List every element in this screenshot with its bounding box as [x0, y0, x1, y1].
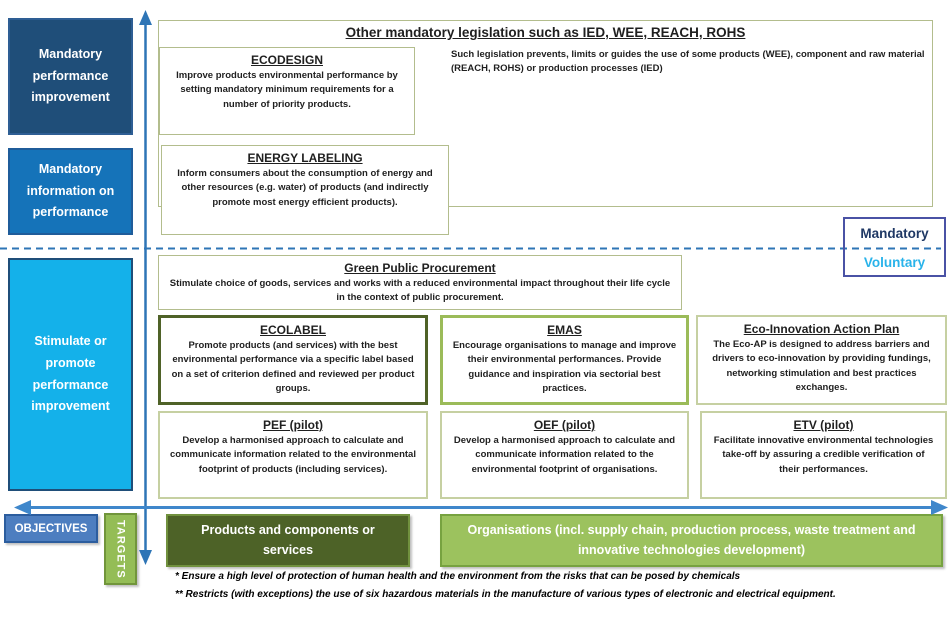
ecolabel-body: Promote products (and services) with the…: [171, 340, 415, 394]
ecolabel-box: ECOLABEL Promote products (and services)…: [158, 315, 428, 405]
energy-labeling-title: ENERGY LABELING: [247, 151, 363, 165]
objectives-text: OBJECTIVES: [14, 522, 88, 535]
pef-body: Develop a harmonised approach to calcula…: [170, 435, 416, 475]
gpp-body: Stimulate choice of goods, services and …: [169, 278, 671, 304]
eco-ap-title: Eco-Innovation Action Plan: [743, 322, 900, 336]
voluntary-legend-label: Voluntary: [863, 255, 926, 270]
pef-box: PEF (pilot) Develop a harmonised approac…: [158, 411, 428, 499]
footnote-reach: * Ensure a high level of protection of h…: [175, 571, 741, 582]
targets-axis-label: TARGETS: [104, 513, 137, 585]
products-bar-text: Products and components or services: [201, 523, 375, 557]
objectives-axis-label: OBJECTIVES: [4, 514, 98, 543]
oef-body: Develop a harmonised approach to calcula…: [453, 435, 676, 475]
etv-body: Facilitate innovative environmental tech…: [713, 435, 934, 475]
oef-box: OEF (pilot) Develop a harmonised approac…: [440, 411, 689, 499]
vertical-axis-arrowhead-up: [139, 10, 152, 25]
organisations-target-bar: Organisations (incl. supply chain, produ…: [440, 514, 943, 567]
oef-title: OEF (pilot): [533, 418, 596, 432]
etv-box: ETV (pilot) Facilitate innovative enviro…: [700, 411, 947, 499]
energy-labeling-box: ENERGY LABELING Inform consumers about t…: [161, 145, 449, 235]
targets-text: TARGETS: [114, 519, 127, 579]
eco-ap-body: The Eco-AP is designed to address barrie…: [712, 339, 931, 393]
horizontal-axis-arrowhead-right: [931, 500, 948, 515]
horizontal-axis-arrowhead-left: [14, 500, 31, 515]
eco-innovation-action-plan-box: Eco-Innovation Action Plan The Eco-AP is…: [696, 315, 947, 405]
footnote-rohs: ** Restricts (with exceptions) the use o…: [175, 589, 836, 600]
ecodesign-box: ECODESIGN Improve products environmental…: [159, 47, 415, 135]
gpp-box: Green Public Procurement Stimulate choic…: [158, 255, 682, 310]
other-legislation-description: Such legislation prevents, limits or gui…: [451, 49, 925, 74]
organisations-bar-text: Organisations (incl. supply chain, produ…: [467, 523, 916, 557]
products-target-bar: Products and components or services: [166, 514, 410, 567]
vertical-axis-arrowhead-down: [139, 550, 152, 565]
category-mandatory-performance-improvement: Mandatory performance improvement: [8, 18, 133, 135]
category-mandatory-information: Mandatory information on performance: [8, 148, 133, 235]
category-label: Mandatory information on performance: [26, 161, 115, 220]
other-legislation-title: Other mandatory legislation such as IED,…: [345, 25, 746, 40]
category-label: Mandatory performance improvement: [31, 46, 110, 105]
etv-title: ETV (pilot): [793, 418, 854, 432]
gpp-title: Green Public Procurement: [344, 261, 496, 275]
mandatory-voluntary-legend: Mandatory Voluntary: [843, 217, 946, 277]
emas-body: Encourage organisations to manage and im…: [452, 340, 677, 394]
ecolabel-title: ECOLABEL: [260, 323, 326, 337]
category-stimulate-promote: Stimulate or promote performance improve…: [8, 258, 133, 491]
mandatory-legend-label: Mandatory: [860, 226, 929, 241]
ecodesign-title: ECODESIGN: [250, 53, 323, 67]
energy-labeling-body: Inform consumers about the consumption o…: [177, 168, 433, 208]
emas-box: EMAS Encourage organisations to manage a…: [440, 315, 689, 405]
emas-title: EMAS: [547, 323, 582, 337]
pef-title: PEF (pilot): [263, 418, 323, 432]
ecodesign-body: Improve products environmental performan…: [176, 70, 398, 110]
category-label: Stimulate or promote performance improve…: [31, 333, 110, 414]
